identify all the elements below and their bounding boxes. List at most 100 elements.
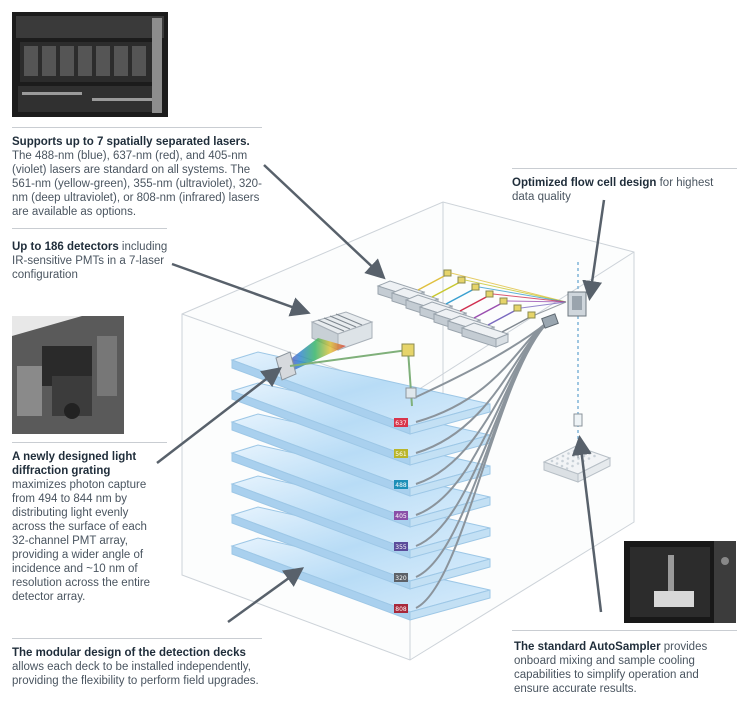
caption-autosampler-line: onboard mixing and sample cooling: [514, 655, 695, 667]
cytometer-laser-photo: [12, 12, 168, 117]
caption-grating-title: diffraction grating: [12, 465, 111, 477]
laser-beam: [501, 315, 533, 333]
caption-autosampler-title-suffix: provides: [660, 641, 708, 653]
plate-well: [572, 454, 575, 458]
caption-lasers-line: are available as options.: [12, 206, 137, 218]
plate-well: [561, 454, 565, 458]
deck-wavelength-label: 808: [395, 606, 407, 613]
laser-beam-path: [492, 293, 567, 303]
plate-well: [555, 462, 559, 465]
caption-modular-title: The modular design of the detection deck…: [12, 647, 246, 659]
arrow-lasers: [263, 164, 386, 280]
divider-grating: [12, 442, 167, 443]
caption-detectors-line: IR-sensitive PMTs in a 7-laser: [12, 255, 165, 267]
plate-well: [566, 457, 570, 460]
caption-grating-line: 32-channel PMT array,: [12, 535, 128, 547]
autosampler-photo: [624, 541, 736, 623]
caption-lasers-line: (violet) lasers are standard on all syst…: [12, 164, 251, 176]
grating-photo: [12, 316, 124, 434]
laser-beam: [431, 280, 463, 298]
laser-beam: [417, 273, 449, 291]
deck-wavelength-label: 320: [395, 575, 407, 582]
plate-well: [583, 449, 586, 453]
detection-deck: 355: [230, 475, 491, 559]
beam-steering-mirror: [527, 311, 536, 319]
laser-beam-path: [464, 279, 567, 303]
caption-lasers-line: 561-nm (yellow-green), 355-nm (ultraviol…: [12, 178, 262, 190]
caption-detectors-line: configuration: [12, 269, 78, 281]
caption-grating-line: providing a wider angle of: [12, 549, 144, 561]
caption-grating-line: distributing light evenly: [12, 507, 129, 519]
divider-detectors: [12, 228, 167, 229]
laser-beam-path: [534, 301, 567, 316]
caption-grating-line: maximizes photon capture: [12, 479, 147, 491]
plate-well: [550, 459, 554, 463]
deck-wavelength-label: 405: [395, 513, 407, 520]
plate-well: [560, 464, 564, 468]
detection-deck: 320: [230, 506, 491, 590]
deck-label-tag: [394, 542, 408, 551]
laser-beam-path: [506, 300, 567, 303]
detection-deck: 488: [230, 413, 491, 497]
caption-flowcell-line: data quality: [512, 191, 571, 203]
divider-lasers: [12, 127, 262, 128]
arrow-flowcell: [582, 199, 606, 301]
caption-grating-line: resolution across the entire: [12, 577, 151, 589]
arrow-modular: [227, 567, 305, 624]
laser-unit: [460, 301, 567, 348]
caption-flowcell-title: Optimized flow cell design: [512, 177, 657, 189]
grating-module-image: [12, 316, 124, 434]
caption-grating-line: incidence and ~10 nm of: [12, 563, 138, 575]
diffraction-spectrum: [284, 338, 346, 372]
plate-well: [561, 459, 564, 463]
plate-well: [571, 459, 575, 463]
caption-modular-line: providing the flexibility to perform fie…: [12, 675, 259, 687]
caption-lasers-line: The 488-nm (blue), 637-nm (red), and 405…: [12, 150, 248, 162]
divider-modular: [12, 638, 262, 639]
laser-beam-path: [450, 272, 567, 303]
deck-label-tag: [394, 573, 408, 582]
caption-grating-title: A newly designed light: [12, 451, 137, 463]
laser-beam: [459, 294, 491, 312]
caption-autosampler-line: ensure accurate results.: [514, 683, 637, 695]
filter-cube: [401, 343, 415, 357]
caption-grating-line: across the surface of each: [12, 521, 147, 533]
beam-steering-mirror: [485, 290, 494, 298]
detection-deck: 808: [230, 537, 491, 621]
laser-beam-path: [520, 301, 567, 309]
beam-steering-mirror: [471, 283, 480, 291]
deck-wavelength-label: 561: [395, 451, 407, 458]
deck-label-tag: [394, 418, 408, 427]
arrow-detectors: [171, 262, 311, 317]
callout-arrows: [156, 164, 606, 624]
plate-well: [588, 452, 591, 455]
collection-lens: [541, 313, 559, 329]
deck-wavelength-label: 488: [395, 482, 407, 489]
arrow-autosampler: [571, 435, 603, 613]
caption-autosampler-line: capabilities to simplify operation and: [514, 669, 699, 681]
deck-label-tag: [394, 604, 408, 613]
flow-cell: [567, 262, 587, 440]
beam-steering-mirror: [499, 297, 508, 305]
plate-well: [565, 467, 569, 470]
plate-well: [576, 462, 580, 465]
plate-well: [572, 449, 576, 453]
fiber-line: [415, 321, 549, 609]
plate-well: [567, 452, 570, 455]
laser-array: [376, 269, 567, 348]
caption-modular-line: allows each deck to be installed indepen…: [12, 661, 251, 673]
deck-wavelength-label: 637: [395, 420, 407, 427]
caption-grating-line: detector array.: [12, 591, 86, 603]
caption-flowcell: Optimized flow cell design for highest d…: [512, 176, 740, 204]
caption-modular: The modular design of the detection deck…: [12, 646, 282, 688]
caption-grating-line: from 494 to 844 nm by: [12, 493, 128, 505]
caption-detectors: Up to 186 detectors including IR-sensiti…: [12, 240, 212, 282]
caption-lasers-line: nm (deep ultraviolet), or 808-nm (infrar…: [12, 192, 260, 204]
plate-well: [587, 457, 591, 460]
caption-grating: A newly designed light diffraction grati…: [12, 450, 172, 604]
laser-module-image: [12, 12, 168, 117]
plate-well: [566, 462, 569, 465]
caption-detectors-title: Up to 186 detectors: [12, 241, 119, 253]
optical-fibers: [413, 321, 549, 609]
